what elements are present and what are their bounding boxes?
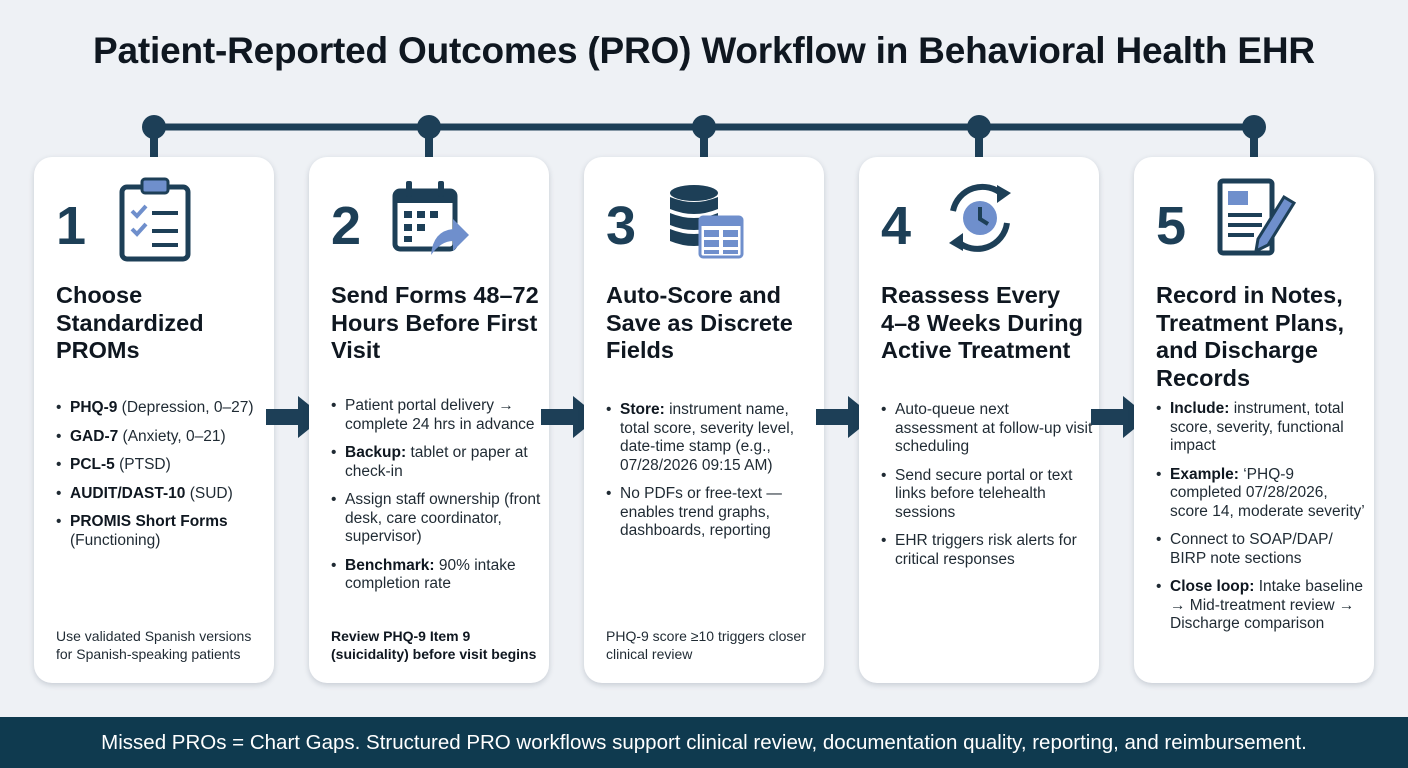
- list-item: EHR triggers risk alerts for critical re…: [881, 532, 1093, 569]
- list-item: PCL-5 (PTSD): [56, 456, 268, 475]
- database-table-icon: [670, 185, 744, 259]
- list-item: Connect to SOAP/DAP/ BIRP note sections: [1156, 531, 1368, 568]
- step-footnote: Review PHQ-9 Item 9 (suicidality) before…: [331, 628, 537, 662]
- step-card-2: 2 Send Forms 48–72 Hours Before First Vi…: [309, 157, 549, 683]
- footer-banner: Missed PROs = Chart Gaps. Structured PRO…: [0, 717, 1408, 768]
- list-item: No PDFs or free-text — enables trend gra…: [606, 485, 818, 541]
- list-item: PROMIS Short Forms (Functioning): [56, 513, 268, 550]
- step-card-3: 3 Auto-Score and Save as Discrete Fields…: [584, 157, 824, 683]
- list-item: Send secure portal or text links before …: [881, 467, 1093, 523]
- list-item: Auto-queue next assessment at follow-up …: [881, 401, 1093, 457]
- step-bullets: Auto-queue next assessment at follow-up …: [881, 401, 1093, 579]
- list-item: PHQ-9 (Depression, 0–27): [56, 399, 268, 418]
- step-bullets: PHQ-9 (Depression, 0–27) GAD-7 (Anxiety,…: [56, 399, 268, 560]
- step-card-4: 4 Reassess Every 4–8 Weeks During Active…: [859, 157, 1099, 683]
- step-card-1: 1 Choose Standardized PROMs PHQ-9 (Depre…: [34, 157, 274, 683]
- list-item: Include: instrument, total score, severi…: [1156, 400, 1368, 456]
- list-item: Benchmark: 90% intake completion rate: [331, 557, 543, 594]
- step-heading: Auto-Score and Save as Discrete Fields: [606, 282, 793, 363]
- list-item: Close loop: Intake baseline → Mid-treatm…: [1156, 578, 1368, 634]
- timeline-connector: [142, 115, 1266, 159]
- list-item: Store: instrument name, total score, sev…: [606, 401, 818, 475]
- clipboard-checklist-icon: [119, 177, 191, 262]
- step-number: 5: [1156, 196, 1187, 256]
- document-pen-icon: [1217, 178, 1296, 256]
- list-item: AUDIT/DAST-10 (SUD): [56, 485, 268, 504]
- step-number: 3: [606, 196, 637, 256]
- step-footnote: PHQ-9 score ≥10 triggers closer clinical…: [606, 628, 806, 662]
- step-heading: Record in Notes, Treatment Plans, and Di…: [1156, 282, 1345, 391]
- step-footnote: Use validated Spanish versions for Spani…: [56, 628, 252, 662]
- step-bullets: Store: instrument name, total score, sev…: [606, 401, 818, 551]
- list-item: Patient portal delivery → complete 24 hr…: [331, 397, 543, 434]
- step-number: 2: [331, 196, 362, 256]
- calendar-send-icon: [392, 181, 469, 255]
- step-card-5: 5 Record in Notes, Treatment Plans, and …: [1134, 157, 1374, 683]
- clock-refresh-icon: [949, 183, 1011, 252]
- list-item: Assign staff ownership (front desk, care…: [331, 491, 543, 547]
- list-item: GAD-7 (Anxiety, 0–21): [56, 428, 268, 447]
- step-heading: Reassess Every 4–8 Weeks During Active T…: [881, 282, 1084, 363]
- step-heading: Send Forms 48–72 Hours Before First Visi…: [331, 282, 539, 363]
- page-title: Patient-Reported Outcomes (PRO) Workflow…: [93, 30, 1315, 71]
- list-item: Example: ‘PHQ-9 completed 07/28/2026, sc…: [1156, 466, 1368, 522]
- step-heading: Choose Standardized PROMs: [56, 282, 204, 363]
- step-bullets: Include: instrument, total score, severi…: [1156, 400, 1368, 644]
- step-bullets: Patient portal delivery → complete 24 hr…: [331, 397, 543, 604]
- step-number: 4: [881, 196, 912, 256]
- list-item: Backup: tablet or paper at check-in: [331, 444, 543, 481]
- step-number: 1: [56, 196, 87, 256]
